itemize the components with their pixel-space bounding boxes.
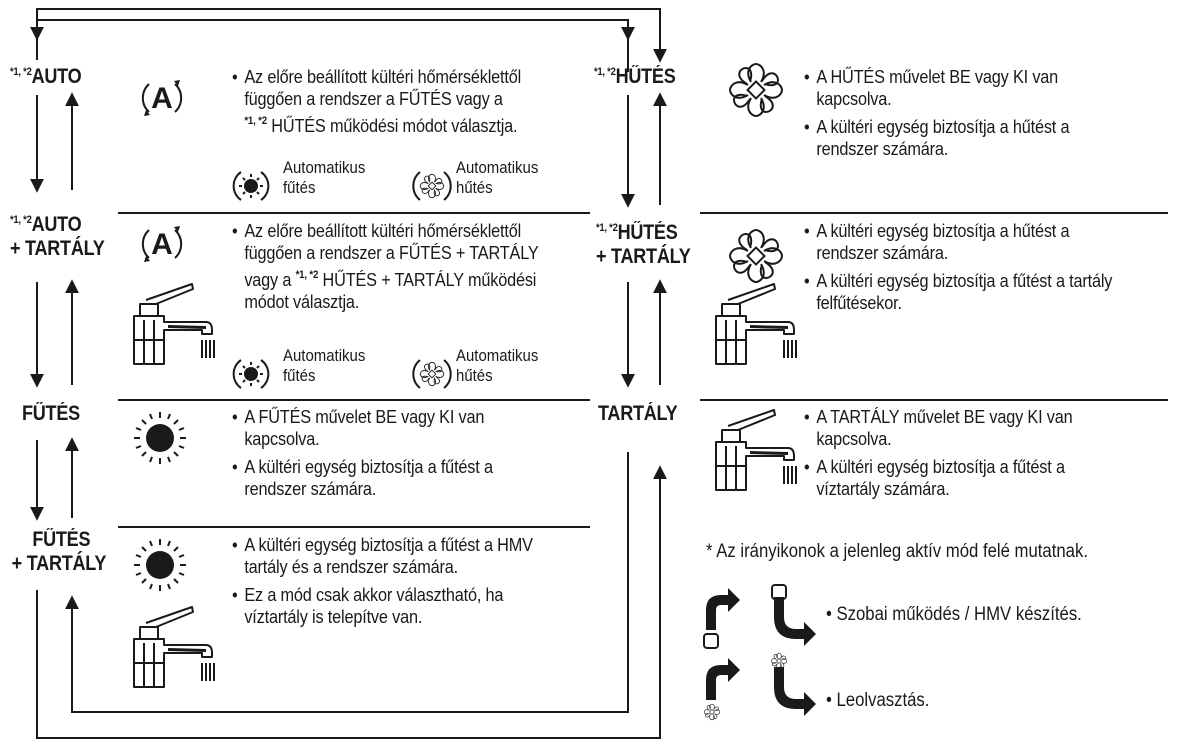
bullet-text: kapcsolva. [816,428,892,449]
bullet-text: módot választja. [244,291,360,312]
bullet-text-part: vagy a [244,269,296,290]
auto-cool-label: Automatikus hűtés [456,158,538,198]
bullet-text-part: HŰTÉS működési módot választja. [266,115,518,136]
mode-cool: *1, *2HŰTÉS [594,60,676,89]
bullet-text: Az előre beállított kültéri hőmérséklett… [232,220,539,242]
bullet-text-part: HŰTÉS + TARTÁLY működési [318,269,537,290]
sun-icon [133,411,187,465]
sub-label: Automatikus [456,158,539,177]
auto-heat-label: Automatikus fűtés [283,346,365,386]
mode-auto-tank: *1, *2AUTO + TARTÁLY [10,208,105,261]
footnote-ref: *1, *2 [244,115,267,127]
legend-defrost: • Leolvasztás. [826,690,930,711]
bullet-text: rendszer számára. [816,138,949,159]
auto-description: Az előre beállított kültéri hőmérséklett… [232,66,521,137]
bullet-text: kapcsolva. [244,428,320,449]
heat-description: A FŰTÉS művelet BE vagy KI van kapcsolva… [232,406,493,500]
bullet-text: A kültéri egység biztosítja a fűtést a [232,456,493,478]
tank-description: A TARTÁLY művelet BE vagy KI van kapcsol… [804,406,1073,500]
bullet-text: A kültéri egység biztosítja a fűtést a [804,456,1073,478]
footnote-ref: *1, *2 [295,269,319,281]
bullet-text: *1, *2 HŰTÉS működési módot választja. [232,110,521,137]
mode-label-line2: + TARTÁLY [11,552,107,575]
mode-label: AUTO [31,65,82,88]
sub-label: Automatikus [456,346,539,365]
mode-label-line2: + TARTÁLY [596,245,691,268]
sub-label: hűtés [456,178,493,197]
mode-cool-tank: *1, *2HŰTÉS + TARTÁLY [596,216,691,269]
heat-tank-description: A kültéri egység biztosítja a fűtést a H… [232,534,533,628]
mode-label: AUTO [31,213,82,236]
mode-auto: *1, *2AUTO [10,60,82,89]
bullet-text: függően a rendszer a FŰTÉS + TARTÁLY [244,242,539,263]
footnote-ref: *1, *2 [10,214,32,226]
water-tap-icon [715,283,797,365]
auto-cool-icon [413,360,450,388]
mode-tank: TARTÁLY [598,402,678,425]
sub-label: hűtés [456,366,493,385]
bullet-text: függően a rendszer a FŰTÉS vagy a [244,88,503,109]
footnote-ref: *1, *2 [596,222,618,234]
auto-heat-icon [232,171,270,201]
legend-room-dhw: • Szobai működés / HMV készítés. [826,604,1082,625]
bullet-text: A FŰTÉS művelet BE vagy KI van [232,406,493,428]
bullet-text: tartály és a rendszer számára. [244,556,459,577]
bullet-text: felfűtésekor. [816,292,902,313]
water-tap-icon [715,409,797,491]
auto-icon [141,79,183,117]
snowflake-icon [729,63,783,117]
direction-arrow-icon [703,658,740,721]
footnote-ref: *1, *2 [10,66,32,78]
mode-heat-tank: FŰTÉS + TARTÁLY [12,528,107,576]
bullet-text: vagy a *1, *2 HŰTÉS + TARTÁLY működési [232,264,539,291]
bullet-text: víztartály is telepítve van. [244,606,423,627]
auto-tank-description: Az előre beállított kültéri hőmérséklett… [232,220,539,313]
legend-note: * Az irányikonok a jelenleg aktív mód fe… [706,541,1088,562]
cool-description: A HŰTÉS művelet BE vagy KI van kapcsolva… [804,66,1070,160]
bullet-text: rendszer számára. [244,478,377,499]
bullet-text: rendszer számára. [816,242,949,263]
bullet-text: Az előre beállított kültéri hőmérséklett… [232,66,521,88]
snowflake-icon [729,229,783,283]
sun-icon [133,538,187,592]
bullet-text: kapcsolva. [816,88,892,109]
sub-label: fűtés [283,178,316,197]
water-tap-icon [133,283,215,365]
mode-label: HŰTÉS [615,65,676,88]
bullet-text: A kültéri egység biztosítja a fűtést a t… [804,270,1112,292]
bullet-text: A kültéri egység biztosítja a hűtést a [804,116,1070,138]
sub-label: fűtés [283,366,316,385]
auto-cool-label: Automatikus hűtés [456,346,538,386]
direction-arrow-icon [771,584,816,646]
mode-label: HŰTÉS [617,221,678,244]
bullet-text: Ez a mód csak akkor választható, ha [232,584,533,606]
bullet-text: A kültéri egység biztosítja a hűtést a [804,220,1112,242]
direction-arrow-icon [770,652,816,716]
mode-label: FŰTÉS [32,528,91,551]
bullet-text: víztartály számára. [816,478,950,499]
auto-icon [141,225,183,263]
water-tap-icon [133,606,215,688]
mode-label-line2: + TARTÁLY [10,237,105,260]
auto-heat-label: Automatikus fűtés [283,158,365,198]
footnote-ref: *1, *2 [594,66,616,78]
auto-heat-icon [232,359,270,389]
bullet-text: A HŰTÉS művelet BE vagy KI van [804,66,1069,88]
bullet-text: A kültéri egység biztosítja a fűtést a H… [232,534,533,556]
auto-cool-icon [413,172,450,200]
mode-heat: FŰTÉS [22,402,80,425]
sub-label: Automatikus [283,346,366,365]
cool-tank-description: A kültéri egység biztosítja a hűtést a r… [804,220,1112,314]
bullet-text: A TARTÁLY művelet BE vagy KI van [804,406,1073,428]
direction-arrow-icon [703,588,740,649]
sub-label: Automatikus [283,158,366,177]
